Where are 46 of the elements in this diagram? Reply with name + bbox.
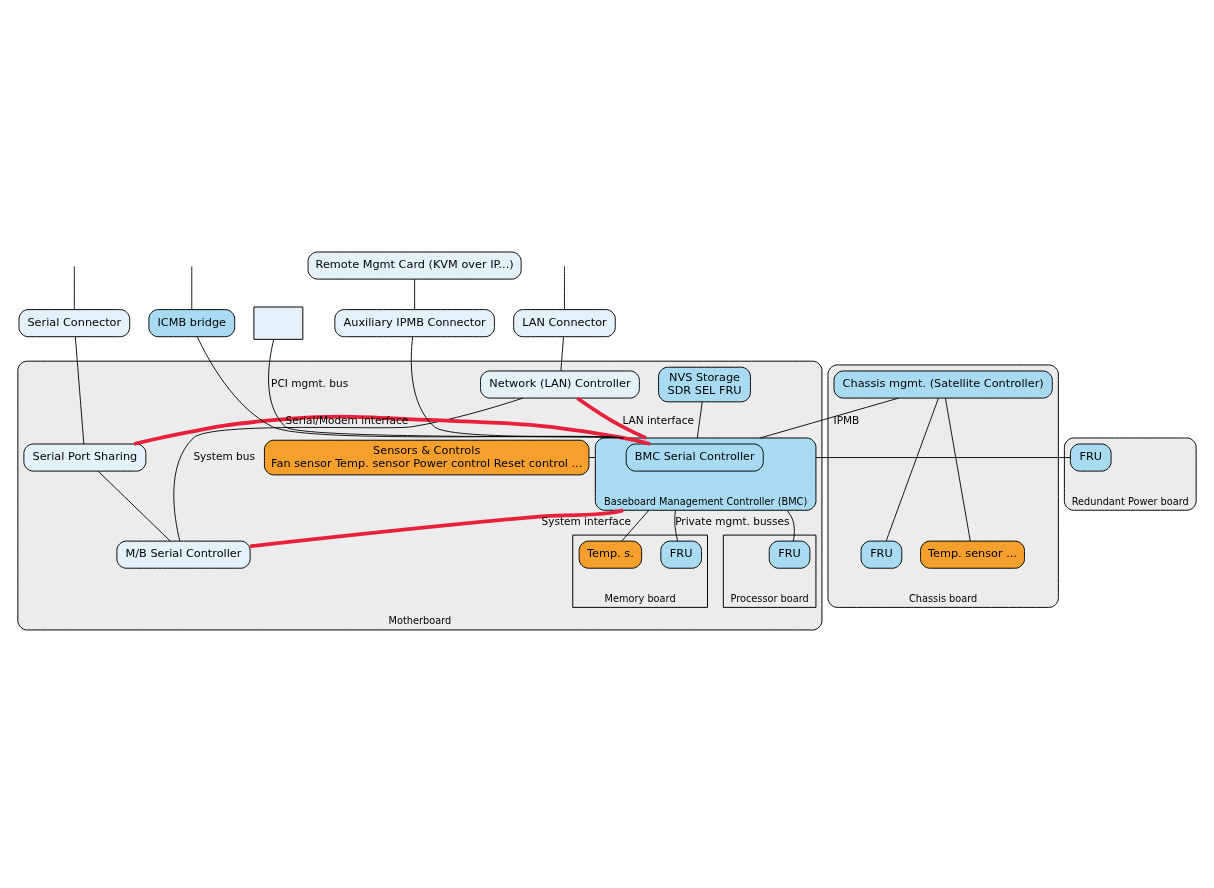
edge-label: Private mgmt. busses	[675, 514, 790, 527]
edge-label: System bus	[193, 450, 255, 463]
connector	[133, 414, 651, 446]
connector	[73, 265, 75, 310]
edge-label: IPMB	[833, 413, 860, 426]
connector	[588, 457, 596, 458]
node-box: Serial Port Sharing	[23, 443, 147, 472]
connector	[786, 509, 795, 542]
connector	[173, 397, 524, 542]
connector	[674, 509, 679, 542]
connector	[759, 397, 899, 439]
node-box: LAN Connector	[513, 309, 616, 338]
connector	[885, 397, 939, 542]
connector	[621, 509, 650, 542]
node-box: FRU	[660, 540, 702, 569]
edge-label: LAN interface	[622, 413, 694, 426]
node-box: Network (LAN) Controller	[480, 370, 640, 399]
edge-label: PCI mgmt. bus	[271, 377, 349, 390]
node-box: Auxiliary IPMB Connector	[334, 309, 495, 338]
node-box	[253, 306, 304, 340]
node-box: Remote Mgmt Card (KVM over IP...)	[307, 251, 522, 280]
connector	[74, 336, 85, 445]
edge-label: System interface	[541, 514, 632, 527]
node-box: FRU	[768, 540, 811, 569]
connector	[815, 457, 1071, 458]
node-box: Temp. sensor ...	[920, 540, 1025, 569]
node-box: Temp. s.	[578, 540, 643, 569]
node-box: Sensors & Controls Fan sensor Temp. sensor Power control Reset control ...	[263, 439, 590, 476]
connector	[97, 470, 171, 542]
node-box: M/B Serial Controller	[116, 540, 251, 569]
connector	[696, 401, 703, 439]
connector	[414, 278, 416, 310]
connector	[196, 336, 624, 439]
node-box: FRU	[1069, 443, 1112, 472]
node-box: FRU	[860, 540, 903, 569]
connector	[576, 396, 647, 440]
connector	[564, 265, 565, 310]
connector	[944, 397, 971, 542]
node-box: BMC Serial Controller	[625, 443, 764, 472]
connector	[560, 336, 564, 372]
connector	[249, 508, 624, 549]
node-box: Serial Connector	[18, 309, 131, 338]
node-box: ICMB bridge	[148, 309, 236, 338]
connector	[191, 265, 193, 310]
node-box: Chassis mgmt. (Satellite Controller)	[833, 370, 1053, 399]
node-box: NVS Storage SDR SEL FRU	[658, 366, 751, 403]
